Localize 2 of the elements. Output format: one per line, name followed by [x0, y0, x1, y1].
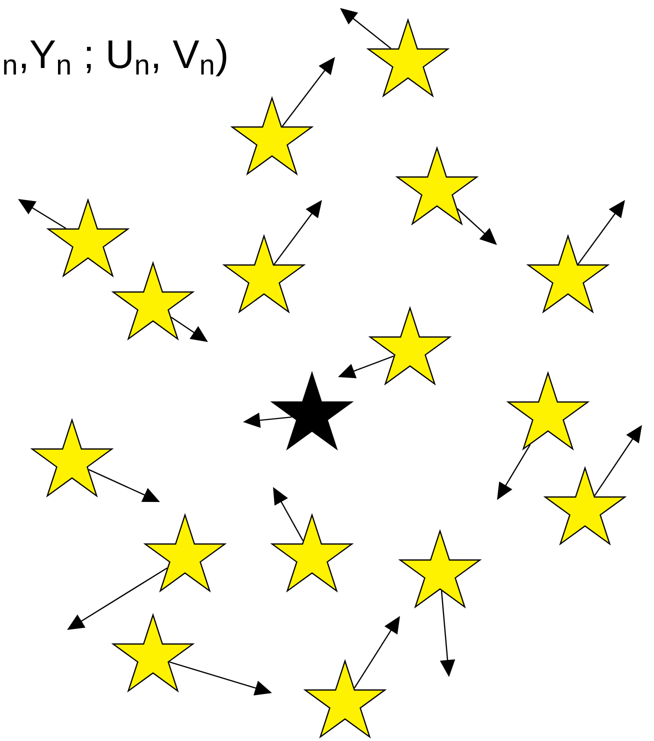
arrow [456, 208, 497, 245]
coordinate-label: $_{n}$,Y$_{n}$ ; U$_{n}$, V$_{n}$) [4, 39, 226, 76]
